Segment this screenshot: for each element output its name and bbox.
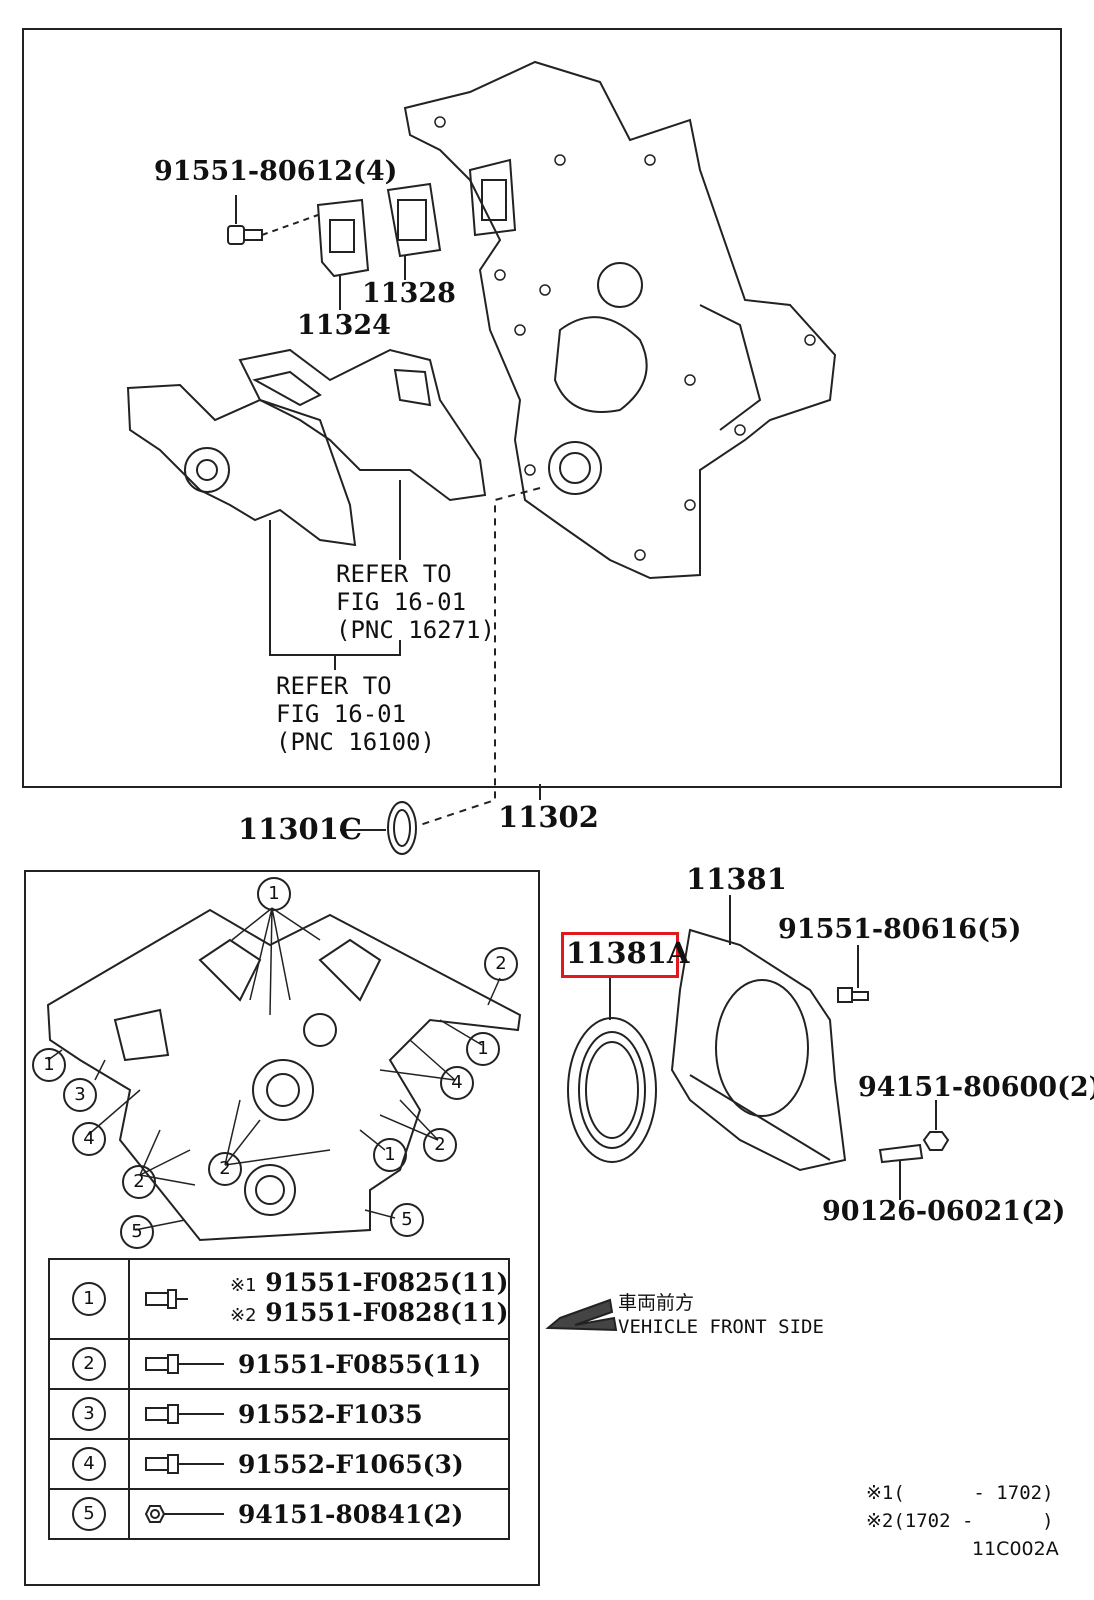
table-row[interactable]: 2 91551-F0855(11) bbox=[48, 1338, 510, 1390]
part-label-91551-80612[interactable]: 91551-80612(4) bbox=[154, 156, 398, 187]
bolt-icon bbox=[145, 1454, 224, 1474]
vehicle-front-jp: 車両前方 bbox=[618, 1292, 695, 1314]
part-label-94151-80600[interactable]: 94151-80600(2) bbox=[858, 1072, 1094, 1103]
lower-left-diagram-frame bbox=[24, 870, 540, 1586]
part-label-90126-06021[interactable]: 90126-06021(2) bbox=[822, 1196, 1066, 1227]
table-row[interactable]: 4 91552-F1065(3) bbox=[48, 1438, 510, 1490]
callout-3-left[interactable]: 3 bbox=[63, 1078, 97, 1112]
reference-note-16271[interactable]: REFER TO FIG 16-01 (PNC 16271) bbox=[336, 560, 495, 644]
table-row[interactable]: 1 ※1 91551-F0825(11) ※2 91551-F0828(11) bbox=[48, 1258, 510, 1340]
highlight-box bbox=[561, 932, 679, 978]
part-label-11302[interactable]: 11302 bbox=[498, 800, 599, 834]
bolt-icon bbox=[145, 1289, 188, 1309]
callout-1-center[interactable]: 1 bbox=[373, 1138, 407, 1172]
footnote-1: ※1( - 1702) bbox=[866, 1482, 1054, 1504]
callout-badge: 5 bbox=[72, 1497, 106, 1531]
callout-1-top[interactable]: 1 bbox=[257, 877, 291, 911]
callout-1-right[interactable]: 1 bbox=[466, 1032, 500, 1066]
callout-1-left[interactable]: 1 bbox=[32, 1048, 66, 1082]
part-label-11381[interactable]: 11381 bbox=[686, 862, 787, 896]
part-label-11381a[interactable]: 11381A bbox=[566, 936, 690, 970]
table-row[interactable]: 3 91552-F1035 bbox=[48, 1388, 510, 1440]
part-label-11324[interactable]: 11324 bbox=[297, 310, 391, 341]
nut-icon bbox=[144, 1505, 224, 1523]
part-number[interactable]: 91551-F0828(11) bbox=[265, 1298, 509, 1327]
part-number[interactable]: 91552-F1065(3) bbox=[238, 1450, 464, 1479]
callout-badge: 4 bbox=[72, 1447, 106, 1481]
part-number[interactable]: 91552-F1035 bbox=[238, 1400, 423, 1429]
callout-5-left[interactable]: 5 bbox=[120, 1215, 154, 1249]
callout-2-left[interactable]: 2 bbox=[122, 1165, 156, 1199]
callout-badge: 1 bbox=[72, 1282, 106, 1316]
part-label-91551-80616[interactable]: 91551-80616(5) bbox=[778, 914, 1022, 945]
callout-2-top-right[interactable]: 2 bbox=[484, 947, 518, 981]
water-pump-drawing bbox=[126, 383, 357, 547]
callout-5-right[interactable]: 5 bbox=[390, 1203, 424, 1237]
part-number[interactable]: 91551-F0855(11) bbox=[238, 1350, 482, 1379]
upper-diagram-frame bbox=[22, 28, 1062, 788]
timing-cover-drawing bbox=[403, 60, 837, 580]
part-label-11301c[interactable]: 11301C bbox=[238, 812, 362, 846]
figure-code: 11C002A bbox=[972, 1538, 1059, 1560]
callout-4-left[interactable]: 4 bbox=[72, 1122, 106, 1156]
callout-2-right[interactable]: 2 bbox=[423, 1128, 457, 1162]
oil-seal-retainer-drawing bbox=[670, 928, 847, 1172]
vehicle-front-en: VEHICLE FRONT SIDE bbox=[618, 1316, 824, 1338]
part-label-11328[interactable]: 11328 bbox=[362, 278, 456, 309]
bolt-icon bbox=[145, 1354, 224, 1374]
footnote-2: ※2(1702 - ) bbox=[866, 1510, 1054, 1532]
reference-note-16100[interactable]: REFER TO FIG 16-01 (PNC 16100) bbox=[276, 672, 435, 756]
fastener-legend-table: 1 ※1 91551-F0825(11) ※2 91551-F0828(11) … bbox=[48, 1258, 510, 1540]
oil-seal-drawing bbox=[567, 1017, 657, 1163]
callout-2-center[interactable]: 2 bbox=[208, 1152, 242, 1186]
table-row[interactable]: 5 94151-80841(2) bbox=[48, 1488, 510, 1540]
bolt-icon bbox=[145, 1404, 224, 1424]
part-number[interactable]: 94151-80841(2) bbox=[238, 1500, 464, 1529]
callout-4-right[interactable]: 4 bbox=[440, 1066, 474, 1100]
callout-badge: 3 bbox=[72, 1397, 106, 1431]
part-number[interactable]: 91551-F0825(11) bbox=[265, 1268, 509, 1297]
callout-badge: 2 bbox=[72, 1347, 106, 1381]
